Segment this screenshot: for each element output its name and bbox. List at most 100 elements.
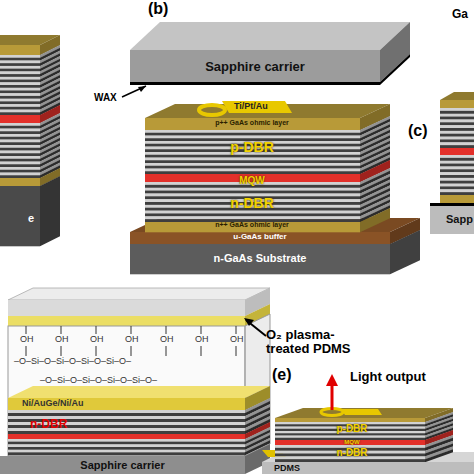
si-bond <box>61 346 62 356</box>
si-bond <box>236 346 237 356</box>
c-chip-layer <box>440 181 474 184</box>
b-chip-layer <box>145 163 360 166</box>
c-chip-layer <box>440 145 474 148</box>
panel-a-chip-layer <box>0 170 40 173</box>
c-chip-layer <box>440 148 474 155</box>
layer-label: n++ GaAs ohmic layer <box>215 221 289 229</box>
c-chip-layer <box>440 125 474 128</box>
layer-label: n-GaAs Substrate <box>214 252 307 264</box>
d-chip-layer <box>8 410 245 413</box>
panel-a-chip-layer <box>0 148 40 151</box>
panel-a-chip-layer <box>0 55 40 58</box>
panel-a-chip-layer <box>0 80 40 83</box>
pdms-plate <box>8 300 245 316</box>
substrate-side <box>390 230 420 274</box>
panel-a-chip-layer <box>0 142 40 145</box>
layer-label: n-DBR <box>230 196 274 211</box>
d-chip-layer <box>8 431 245 434</box>
c-chip-layer <box>440 137 474 140</box>
e-chip-top <box>275 408 453 418</box>
b-chip-layer <box>145 155 360 158</box>
c-chip-layer <box>440 172 474 175</box>
panel-a-chip-layer <box>0 131 40 134</box>
c-chip-layer <box>440 100 474 108</box>
c-chip-layer <box>440 164 474 167</box>
c-chip-layer <box>440 108 474 111</box>
panel-a-chip-layer <box>0 110 40 113</box>
b-chip-layer <box>145 191 360 194</box>
panel-letter: (e) <box>272 366 292 384</box>
b-chip-layer <box>145 166 360 169</box>
d-chip-layer <box>8 447 245 450</box>
panel-a-chip-layer <box>0 164 40 167</box>
c-chip-layer <box>440 178 474 181</box>
b-chip-layer <box>145 118 360 130</box>
b-chip-layer <box>145 222 360 232</box>
c-chip-layer <box>440 195 474 203</box>
panel-a-chip-layer <box>0 93 40 96</box>
b-chip-layer <box>145 211 360 214</box>
c-chip-layer <box>440 161 474 164</box>
light-arrow <box>331 384 334 410</box>
output-label: Light output <box>350 370 426 384</box>
e-chip-side <box>425 449 453 462</box>
panel-a-chip-layer <box>0 159 40 162</box>
panel-a-chip-layer <box>0 104 40 107</box>
panel-a-chip-layer <box>0 112 40 115</box>
b-chip-layer <box>145 160 360 163</box>
d-chip-layer <box>8 398 245 410</box>
chemical-group: OH <box>160 335 174 345</box>
panel-a-chip-layer <box>0 145 40 148</box>
panel-letter: (c) <box>408 122 428 140</box>
panel-a-chip-layer <box>0 126 40 129</box>
chemical-group: OH <box>20 335 34 345</box>
node-text: PDMS <box>274 463 300 473</box>
b-chip-layer <box>145 213 360 216</box>
panel-a-chip-layer <box>0 66 40 69</box>
c-chip-top <box>440 92 474 100</box>
b-chip-layer <box>145 158 360 161</box>
panel-a-chip-layer <box>0 99 40 102</box>
chemical-group: OH <box>90 335 104 345</box>
layer-label: e <box>28 212 34 224</box>
layer-label: u-GaAs buffer <box>233 233 286 242</box>
chemical-chain: –O–Si–O–Si–O–Si–O–Si–O– <box>14 357 131 367</box>
b-chip-side <box>360 208 390 232</box>
e-contact-pad <box>341 409 382 415</box>
layer-label: p++ GaAs ohmic layer <box>215 119 289 127</box>
panel-a-chip-layer <box>0 45 40 55</box>
e-chip-layer <box>275 436 425 439</box>
d-chip-layer <box>8 450 245 453</box>
layer-label: p-DBR <box>230 140 274 155</box>
si-bond <box>26 346 27 356</box>
panel-a-chip-layer <box>0 63 40 66</box>
panel-a-chip-layer <box>0 134 40 137</box>
b-chip-layer <box>145 169 360 172</box>
c-chip-layer <box>440 117 474 120</box>
oh-bond <box>26 326 27 334</box>
carrier-top <box>130 22 410 50</box>
panel-a-chip-layer <box>0 88 40 91</box>
sapphire-carrier: Sapphire carrier <box>0 456 245 474</box>
panel-a-chip-layer <box>0 85 40 88</box>
c-chip-layer <box>440 166 474 169</box>
panel-a-chip-layer <box>0 74 40 77</box>
chemical-group: OH <box>230 335 244 345</box>
pdms-top <box>8 288 270 300</box>
pdms-substrate: PDMS <box>262 462 474 474</box>
wax-layer <box>130 82 380 85</box>
d-chip-layer <box>8 413 245 416</box>
oh-bond <box>61 326 62 334</box>
d-chip-top <box>8 386 270 398</box>
panel-a-chip-layer <box>0 153 40 156</box>
oh-bond <box>201 326 202 334</box>
light-arrowhead <box>326 374 338 386</box>
oh-bond <box>96 326 97 334</box>
layer-label: p-DBR <box>336 423 367 434</box>
e-chip-layer <box>275 418 425 422</box>
wax-arrowhead <box>138 86 146 92</box>
panel-a-chip-layer <box>0 71 40 74</box>
d-chip-layer <box>8 434 245 439</box>
panel-a-chip-layer <box>0 82 40 85</box>
